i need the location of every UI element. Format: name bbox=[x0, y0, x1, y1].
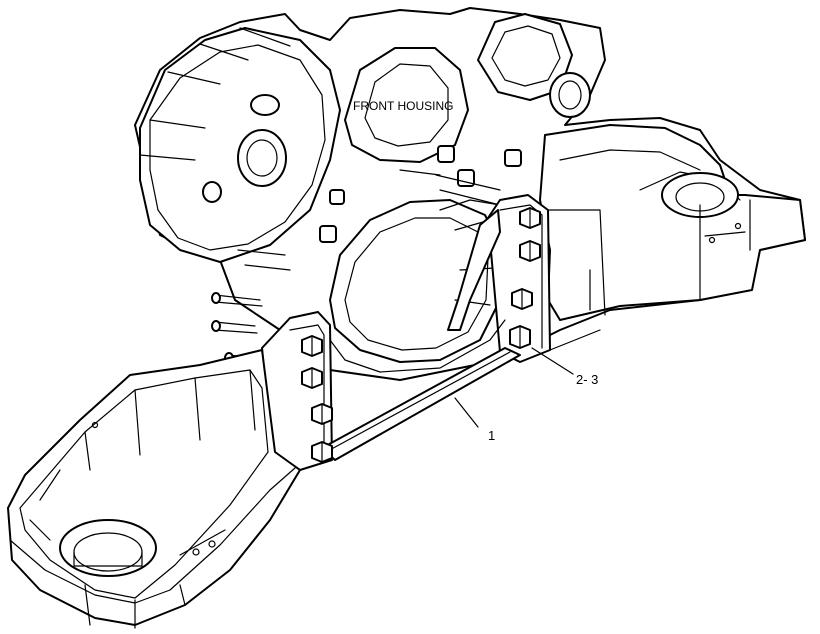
bolt bbox=[311, 441, 333, 463]
callout-leaders bbox=[454, 347, 574, 428]
leader-line-1 bbox=[454, 397, 479, 428]
bolt bbox=[301, 367, 323, 389]
leader-line-2-3 bbox=[531, 347, 574, 375]
bolt bbox=[519, 207, 541, 229]
housing-studs bbox=[211, 249, 291, 366]
front-housing-label: FRONT HOUSING bbox=[353, 99, 453, 113]
bolt bbox=[511, 288, 533, 310]
callout-label-2-3: 2- 3 bbox=[576, 372, 598, 387]
bolt bbox=[519, 240, 541, 262]
bolt bbox=[509, 325, 531, 349]
bolt bbox=[301, 335, 323, 357]
brace-strap bbox=[321, 209, 521, 461]
bolts-left bbox=[301, 335, 333, 463]
bolts-right bbox=[509, 207, 541, 349]
front-housing-body bbox=[134, 7, 806, 381]
callout-label-1: 1 bbox=[488, 428, 495, 443]
front-support-bracket bbox=[7, 194, 606, 629]
bolt bbox=[311, 403, 333, 425]
